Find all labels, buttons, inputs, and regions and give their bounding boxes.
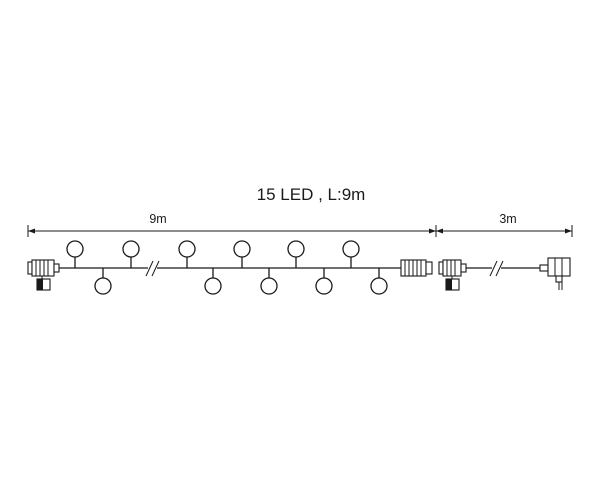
upper-bulb-3 — [178, 240, 196, 268]
lower-bulb-5 — [370, 268, 388, 295]
main-length-label: 9m — [149, 212, 166, 226]
upper-bulb-1 — [66, 240, 84, 268]
lower-bulb-1 — [94, 268, 112, 295]
diagram-title: 15 LED , L:9m — [257, 185, 366, 204]
dimension-lead-length: 3m — [436, 212, 573, 237]
lower-bulb-2 — [204, 268, 222, 295]
upper-bulb-6 — [342, 240, 360, 268]
wire-break-symbol-main — [145, 260, 160, 277]
upper-bulb-4 — [233, 240, 251, 268]
lower-bulbs — [94, 268, 388, 295]
upper-bulbs — [66, 240, 360, 268]
upper-bulb-2 — [122, 240, 140, 268]
lead-length-label: 3m — [499, 212, 516, 226]
power-plug — [539, 257, 571, 290]
middle-connector-male — [438, 259, 467, 291]
lower-bulb-4 — [315, 268, 333, 295]
upper-bulb-5 — [287, 240, 305, 268]
wire-break-symbol-lead — [489, 260, 504, 277]
left-end-connector — [27, 259, 60, 291]
middle-connector-female — [400, 259, 433, 277]
dimension-main-length: 9m — [27, 212, 437, 237]
lower-bulb-3 — [260, 268, 278, 295]
